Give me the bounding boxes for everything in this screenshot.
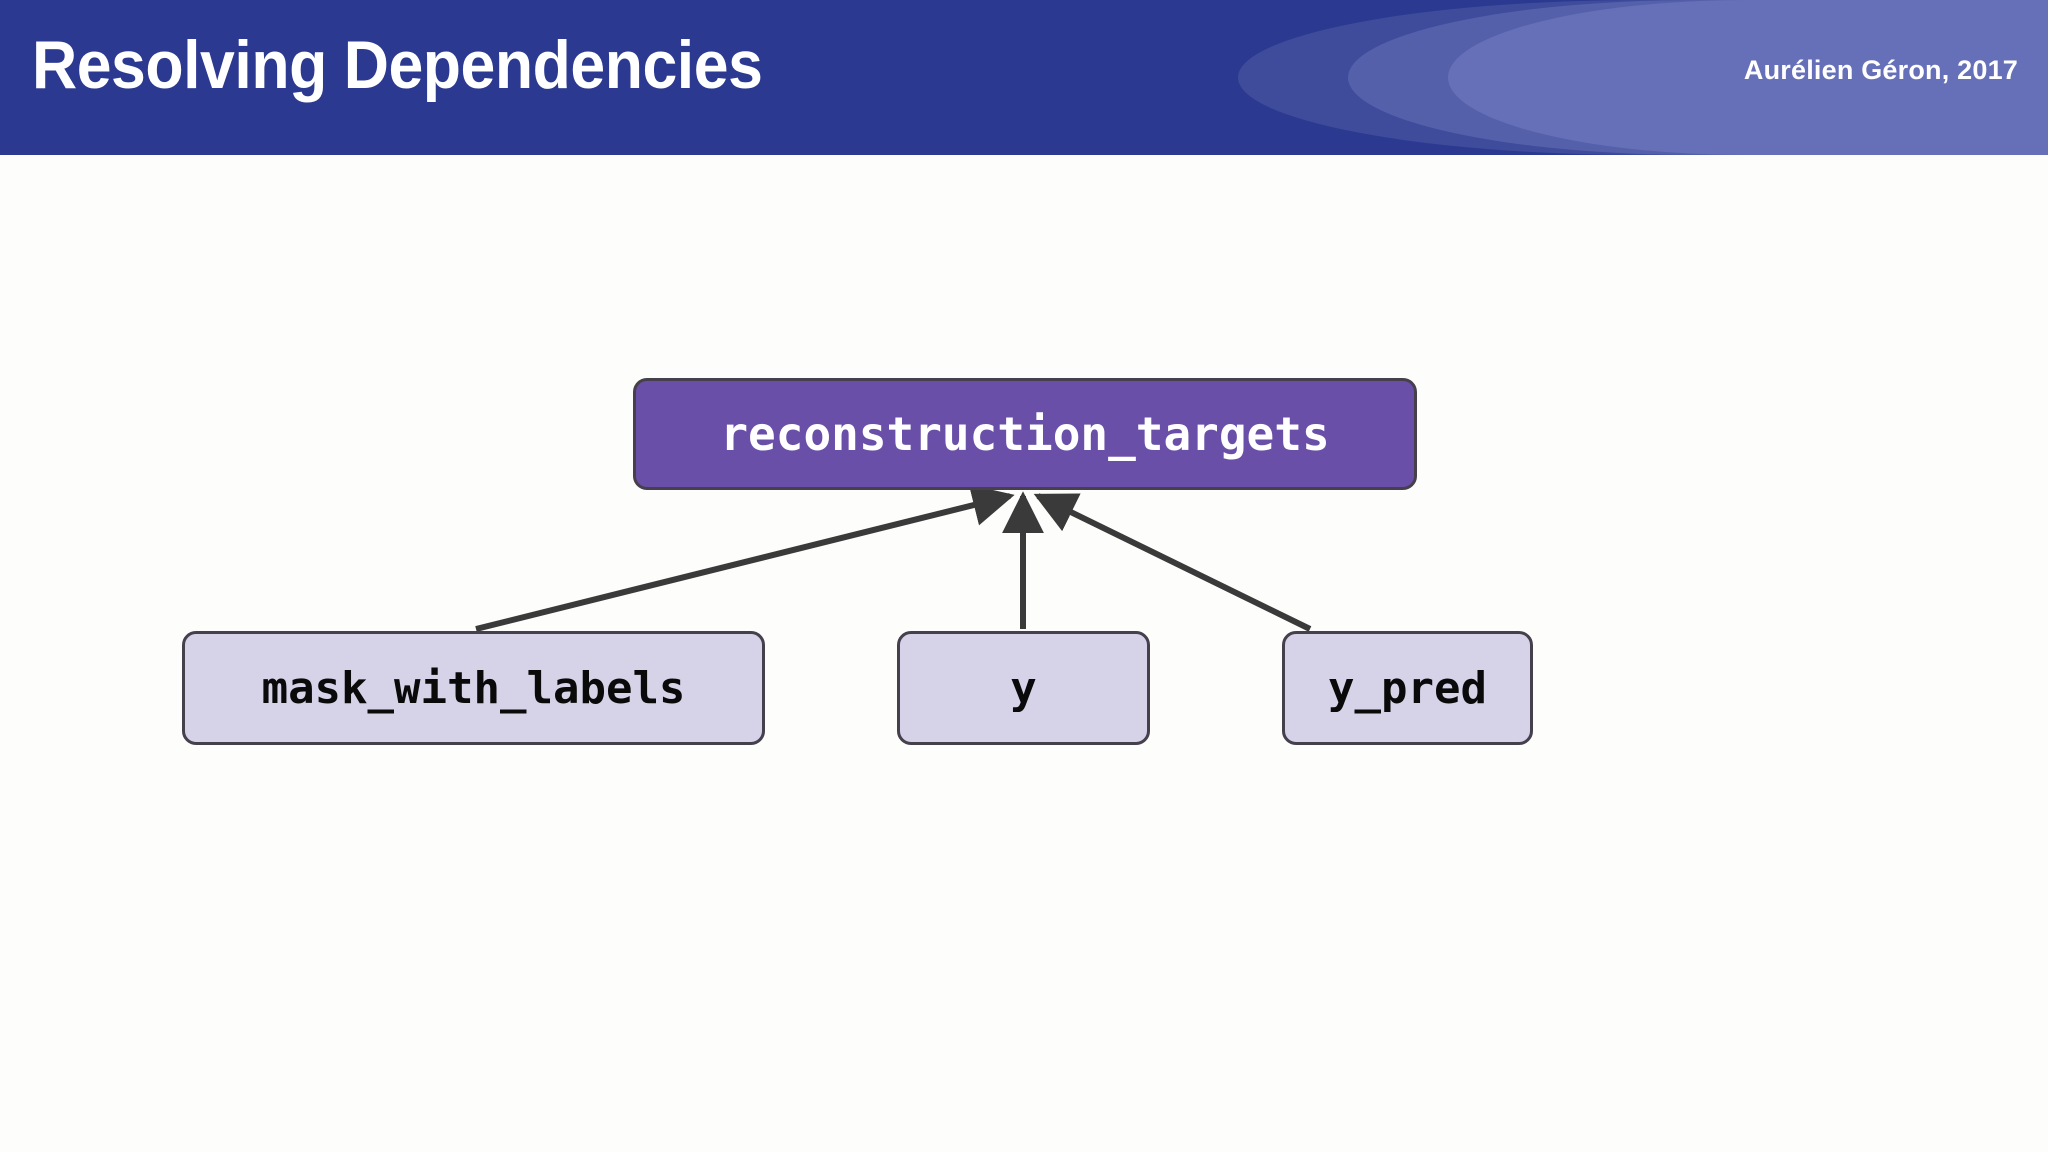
graph-node-label: mask_with_labels — [261, 662, 686, 714]
graph-node-y[interactable]: y — [897, 631, 1150, 745]
graph-node-mask-with-labels[interactable]: mask_with_labels — [182, 631, 765, 745]
graph-edge-layer — [475, 484, 1312, 632]
edge-y-pred-to-reconstruction-targets — [1033, 493, 1312, 632]
graph-node-y-pred[interactable]: y_pred — [1282, 631, 1533, 745]
dependency-graph: reconstruction_targets mask_with_labels … — [0, 155, 2048, 1152]
edge-mask-with-labels-to-reconstruction-targets — [475, 484, 1015, 632]
graph-node-label: y — [1010, 662, 1037, 714]
slide-header: Resolving Dependencies Aurélien Géron, 2… — [0, 0, 2048, 155]
attribution-text: Aurélien Géron, 2017 — [1743, 55, 2018, 85]
graph-node-label: y_pred — [1328, 662, 1487, 714]
graph-node-reconstruction-targets[interactable]: reconstruction_targets — [633, 378, 1417, 490]
graph-node-label: reconstruction_targets — [720, 407, 1330, 461]
page-title: Resolving Dependencies — [32, 27, 763, 103]
